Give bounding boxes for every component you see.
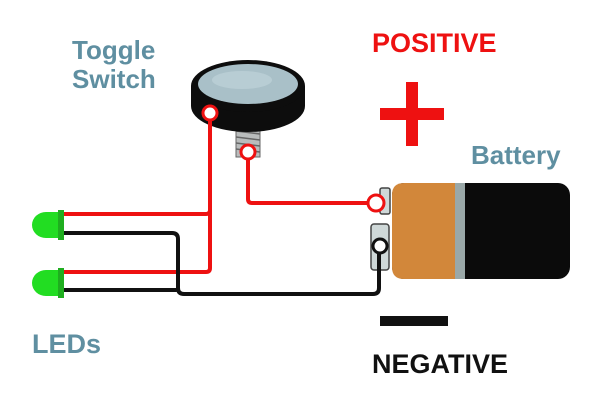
battery-label: Battery — [471, 140, 561, 170]
negative-sign-icon — [380, 316, 448, 326]
switch-terminal-output — [239, 143, 257, 161]
led-icon — [32, 268, 64, 298]
leds-label: LEDs — [32, 329, 102, 359]
battery-terminal-negative — [371, 237, 389, 255]
positive-label: POSITIVE — [372, 28, 497, 58]
toggle-switch-icon — [191, 60, 305, 158]
battery-terminal-positive — [366, 193, 386, 213]
negative-wires — [58, 231, 381, 296]
led-icon — [32, 210, 64, 240]
toggle-switch-label-line2: Switch — [72, 64, 156, 94]
positive-wires — [58, 111, 372, 274]
toggle-switch-label: Toggle Switch — [72, 36, 156, 94]
toggle-switch-label-line1: Toggle — [72, 35, 156, 65]
positive-sign-icon — [380, 82, 444, 146]
switch-terminal-positive — [201, 104, 219, 122]
battery-icon — [370, 183, 570, 279]
negative-label: NEGATIVE — [372, 349, 509, 379]
